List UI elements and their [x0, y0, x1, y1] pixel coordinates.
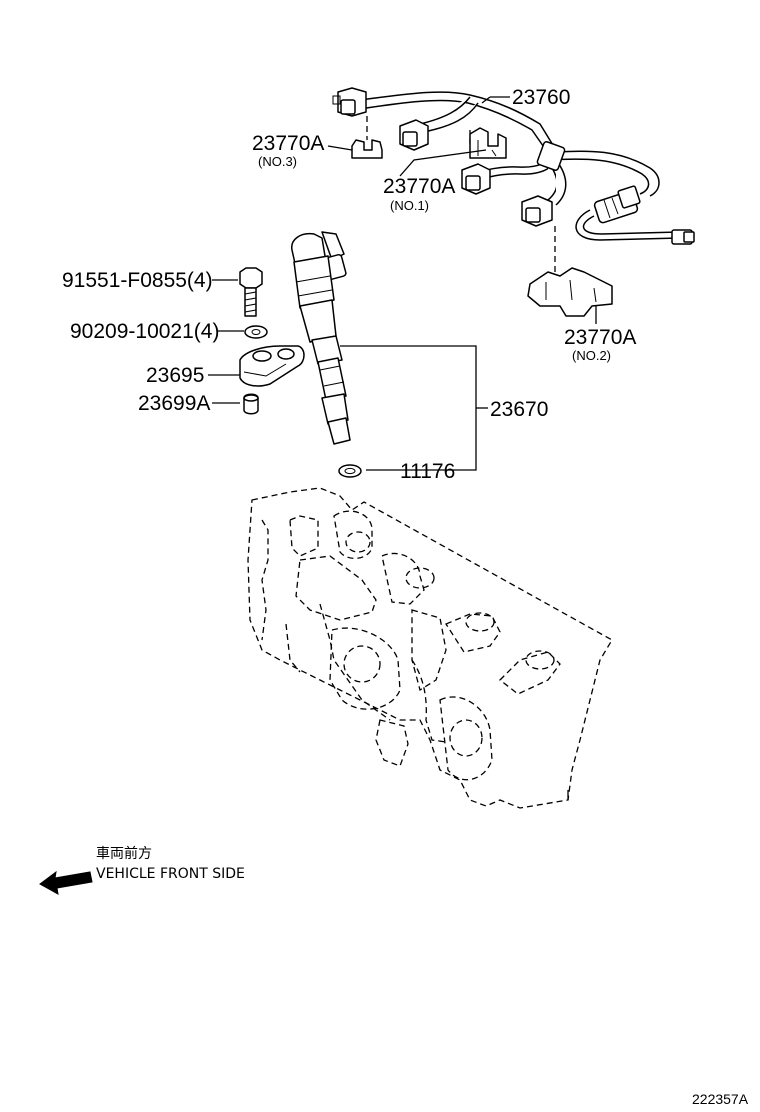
label-23760[interactable]: 23760: [512, 86, 570, 109]
label-23699a[interactable]: 23699A: [138, 392, 210, 415]
fuel-injector[interactable]: [291, 231, 351, 445]
bolt-washer[interactable]: [244, 325, 268, 339]
label-23670[interactable]: 23670: [490, 398, 548, 421]
clamp-no3[interactable]: [351, 139, 383, 159]
illustration-code: 222357A: [692, 1091, 749, 1107]
label-23770a-no3-sub: (NO.3): [258, 154, 297, 169]
label-23770a-no3[interactable]: 23770A: [252, 132, 324, 155]
injector-clamp[interactable]: [239, 345, 305, 387]
vehicle-front-english: VEHICLE FRONT SIDE: [96, 866, 245, 882]
front-arrow-icon: [39, 870, 93, 895]
label-23770a-no1[interactable]: 23770A: [383, 175, 455, 198]
vehicle-front-indicator: 車両前方 VEHICLE FRONT SIDE: [39, 845, 245, 895]
mounting-bolt[interactable]: [239, 267, 263, 317]
harness-connector-no1[interactable]: [461, 163, 491, 195]
label-90209[interactable]: 90209-10021(4): [70, 320, 219, 343]
cylinder-head-outline: [247, 487, 613, 809]
harness-connector-no3[interactable]: [332, 87, 368, 140]
vehicle-front-japanese: 車両前方: [96, 845, 152, 862]
label-11176[interactable]: 11176: [400, 460, 455, 483]
part-labels: 23760 23770A (NO.3) 23770A (NO.1) 23770A…: [62, 86, 636, 483]
label-23770a-no1-sub: (NO.1): [390, 198, 429, 213]
leader-lines: [208, 96, 597, 471]
label-91551[interactable]: 91551-F0855(4): [62, 269, 213, 292]
harness-connector-no2[interactable]: [521, 195, 556, 282]
harness-connector-middle[interactable]: [399, 119, 471, 151]
label-23770a-no2[interactable]: 23770A: [564, 326, 636, 349]
injector-wire-harness[interactable]: [359, 91, 681, 241]
injector-seal-washer[interactable]: [338, 464, 362, 478]
harness-end-connector[interactable]: [671, 229, 695, 245]
clamp-spacer[interactable]: [243, 393, 259, 415]
label-23770a-no2-sub: (NO.2): [572, 348, 611, 363]
label-23695[interactable]: 23695: [146, 364, 204, 387]
clamp-no2[interactable]: [527, 267, 613, 317]
harness-sensor-connector[interactable]: [593, 185, 641, 224]
